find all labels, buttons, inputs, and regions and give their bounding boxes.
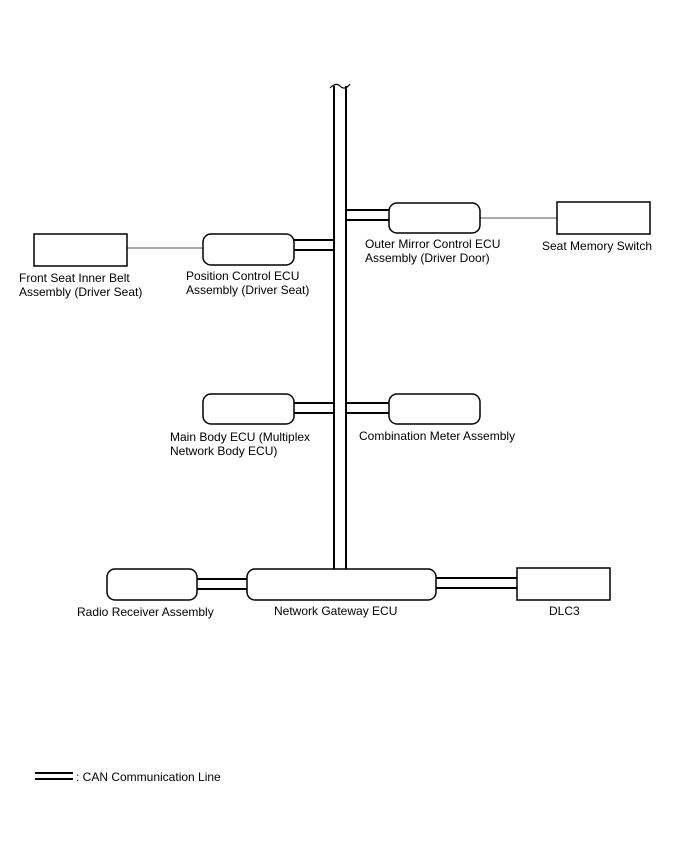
radio-receiver-box bbox=[106, 568, 198, 601]
can-branch-position-control bbox=[294, 239, 334, 251]
position-control-label-line2: Assembly (Driver Seat) bbox=[186, 283, 310, 297]
combination-meter-box bbox=[388, 393, 481, 425]
position-control-label-line1: Position Control ECU bbox=[186, 269, 300, 283]
position-control-ecu-box bbox=[202, 233, 295, 266]
combination-meter-label: Combination Meter Assembly bbox=[359, 429, 516, 443]
position-control-label: Position Control ECU Assembly (Driver Se… bbox=[186, 269, 309, 297]
network-gateway-label: Network Gateway ECU bbox=[274, 604, 398, 618]
can-branch-outer-mirror bbox=[346, 209, 389, 221]
outer-mirror-label-line1: Outer Mirror Control ECU bbox=[365, 237, 501, 251]
can-trunk-line bbox=[333, 86, 347, 569]
seat-memory-switch-box bbox=[556, 201, 651, 235]
can-branch-combination-meter bbox=[346, 402, 389, 414]
main-body-label-line1: Main Body ECU (Multiplex bbox=[170, 430, 311, 444]
trunk-break-mark bbox=[329, 83, 351, 89]
seat-memory-switch-label: Seat Memory Switch bbox=[542, 239, 653, 253]
front-seat-belt-box bbox=[33, 233, 128, 267]
outer-mirror-ecu-box bbox=[388, 202, 481, 234]
dlc3-label: DLC3 bbox=[549, 604, 580, 618]
front-seat-belt-label-line1: Front Seat Inner Belt bbox=[19, 271, 130, 285]
main-body-ecu-box bbox=[202, 393, 295, 425]
legend-can-line-symbol bbox=[35, 772, 73, 780]
outer-mirror-label: Outer Mirror Control ECU Assembly (Drive… bbox=[365, 237, 500, 265]
main-body-label-line2: Network Body ECU) bbox=[170, 444, 278, 458]
dlc3-box bbox=[516, 567, 611, 601]
radio-receiver-label: Radio Receiver Assembly bbox=[77, 605, 214, 619]
outer-mirror-label-line2: Assembly (Driver Door) bbox=[365, 251, 490, 265]
main-body-label: Main Body ECU (Multiplex Network Body EC… bbox=[170, 430, 310, 458]
network-gateway-ecu-box bbox=[246, 568, 437, 601]
legend-label: : CAN Communication Line bbox=[76, 770, 221, 784]
can-branch-radio bbox=[197, 578, 247, 590]
front-seat-belt-label: Front Seat Inner Belt Assembly (Driver S… bbox=[19, 271, 142, 299]
front-seat-belt-label-line2: Assembly (Driver Seat) bbox=[19, 285, 143, 299]
can-branch-main-body bbox=[294, 402, 334, 414]
can-branch-dlc3 bbox=[436, 577, 517, 589]
